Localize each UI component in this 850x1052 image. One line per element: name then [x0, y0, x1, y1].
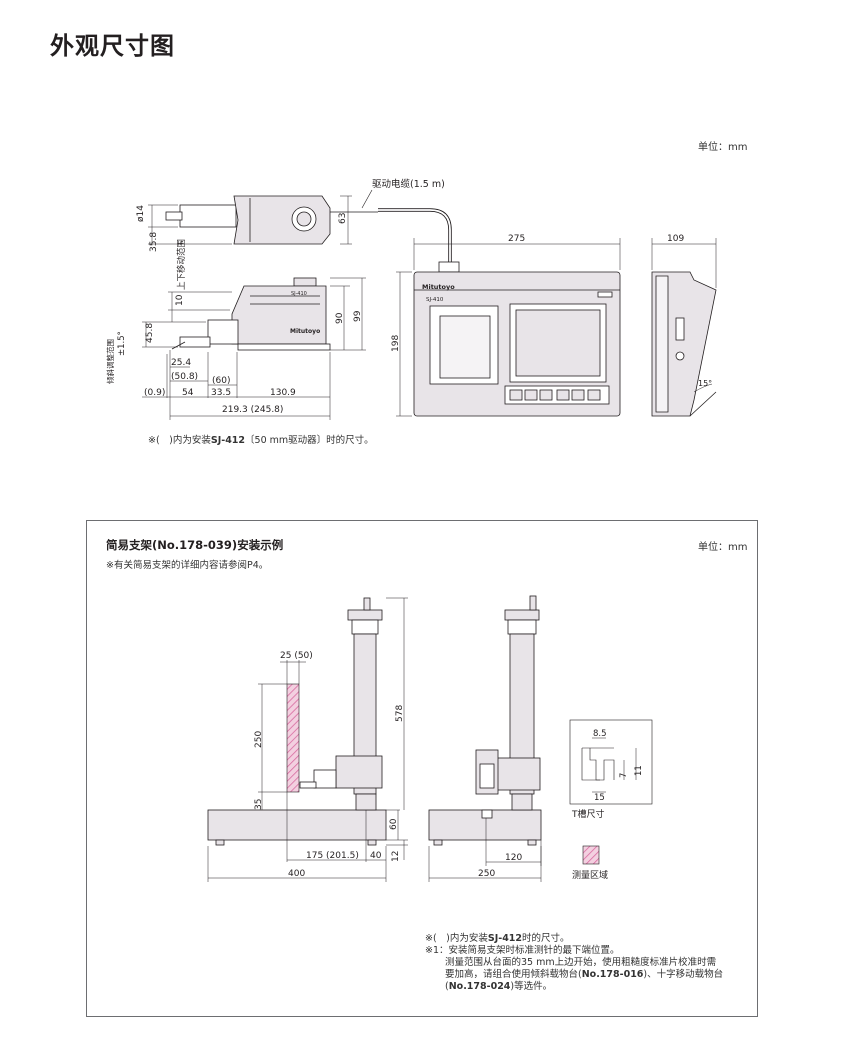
note-line-3: 测量范围从台面的35 mm上边开始，使用粗糙度标准片校准时需 — [445, 957, 717, 968]
dim-d250h: 250 — [478, 869, 495, 879]
label-tilt-range: 倾斜调整范围 — [105, 339, 115, 384]
dim-d35-8: 35.8 — [149, 232, 159, 252]
dim-d198: 198 — [391, 335, 401, 352]
drive-unit-side-view — [171, 277, 331, 351]
note-line-5: (No.178-024)等选件。 — [445, 981, 553, 992]
t-slot-detail — [569, 719, 653, 805]
dim-d0-9: (0.9) — [144, 388, 165, 398]
tslot-label: T槽尺寸 — [571, 808, 605, 820]
stand-example-panel — [86, 520, 758, 1017]
dim-d400: 400 — [288, 869, 305, 879]
dim-t11: 11 — [634, 765, 644, 776]
dim-d275: 275 — [508, 234, 525, 244]
dim-d10: 10 — [175, 294, 185, 306]
dim-d130-9: 130.9 — [270, 388, 296, 398]
dim-d45-8: 45.8 — [145, 323, 155, 343]
stand-side-view — [207, 597, 387, 846]
dim-d40: 40 — [370, 851, 382, 861]
dim-t8-5: 8.5 — [593, 729, 607, 739]
dim-d50-8: (50.8) — [171, 372, 198, 382]
display-unit-side-view — [651, 271, 717, 417]
label-vertical-range: 上下移动范围 — [176, 239, 187, 290]
note-line-1: ※( )内为安装SJ-412时的尺寸。 — [425, 933, 570, 944]
unit-label-box: 单位：mm — [698, 542, 748, 553]
dim-t7: 7 — [619, 773, 629, 778]
dim-d33-5: 33.5 — [211, 388, 231, 398]
dim-d54: 54 — [182, 388, 194, 398]
note-top: ※( )内为安装SJ-412〔50 mm驱动器〕时的尺寸。 — [148, 435, 374, 446]
display-unit-front-view — [413, 261, 621, 417]
dim-d578: 578 — [395, 705, 405, 722]
dim-d14: ø14 — [136, 205, 146, 222]
stand-front-view — [428, 595, 542, 846]
dim-d35: 35 — [254, 799, 264, 810]
stand-example-subtitle: ※有关简易支架的详细内容请参阅P4。 — [106, 560, 269, 571]
dim-d99: 99 — [353, 310, 363, 322]
dim-d25-4: 25.4 — [171, 358, 191, 368]
display-model: SJ-410 — [426, 297, 444, 303]
dim-d90: 90 — [335, 312, 345, 324]
dim-d12: 12 — [391, 851, 401, 862]
unit-label-top: 单位：mm — [698, 142, 748, 153]
side-view-brand: Mitutoyo — [290, 328, 320, 335]
measure-area-legend-swatch — [582, 845, 600, 865]
note-line-2: ※1：安装简易支架时标准测针的最下端位置。 — [425, 945, 620, 956]
dim-d60-box: 60 — [389, 818, 399, 830]
notes-bottom: ※( )内为安装SJ-412时的尺寸。 ※1：安装简易支架时标准测针的最下端位置… — [425, 933, 755, 993]
measure-area-hatch — [286, 683, 300, 793]
side-view-model: SJ-410 — [291, 291, 307, 297]
stand-example-title: 简易支架(No.178-039)安装示例 — [106, 538, 284, 552]
cable-label: 驱动电缆(1.5 m) — [372, 178, 445, 190]
page-title: 外观尺寸图 — [50, 32, 175, 60]
measure-area-label: 测量区域 — [572, 869, 608, 881]
dim-d15deg: 15° — [698, 379, 712, 388]
dim-pm15: ±1.5° — [117, 331, 127, 356]
dim-d60: (60) — [212, 376, 230, 386]
note-line-4: 要加高，请组合使用倾斜载物台(No.178-016)、十字移动载物台 — [445, 969, 724, 980]
display-brand: Mitutoyo — [422, 283, 455, 291]
dim-d250v: 250 — [254, 731, 264, 748]
dim-d175: 175 (201.5) — [306, 851, 359, 861]
dim-d120: 120 — [505, 853, 522, 863]
dim-t15: 15 — [594, 793, 605, 803]
dim-d109: 109 — [667, 234, 684, 244]
drive-unit-top-view — [165, 195, 378, 245]
dim-d63: 63 — [338, 213, 348, 224]
dim-d25-50: 25 (50) — [280, 651, 313, 661]
dim-d219-3: 219.3 (245.8) — [222, 405, 283, 415]
